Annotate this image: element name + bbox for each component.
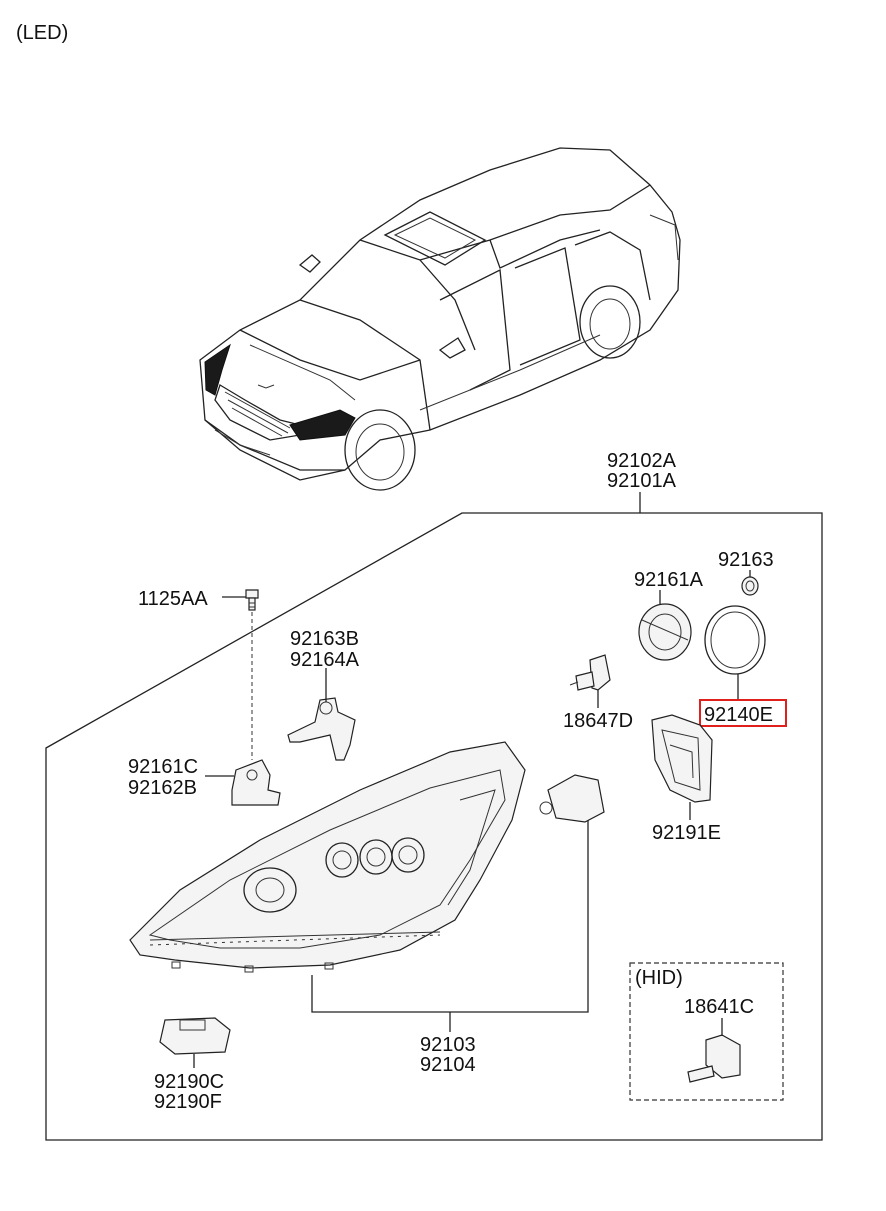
part-number-18647D: 18647D <box>563 710 633 732</box>
part-number-92102A: 92102A <box>607 450 677 472</box>
cover-icon <box>651 714 713 803</box>
front-wheel <box>344 409 416 491</box>
mounting-bracket-icon <box>287 697 356 761</box>
clip-icon <box>741 576 759 596</box>
part-number-92190F: 92190F <box>154 1091 222 1113</box>
hid-box <box>629 962 784 1101</box>
headlamp-housing-icon <box>129 741 526 973</box>
part-number-92103: 92103 <box>420 1034 476 1056</box>
variant-label: (LED) <box>16 22 68 44</box>
part-number-92161C: 92161C <box>128 756 198 778</box>
car-illustration <box>199 147 681 491</box>
part-number-92164A: 92164A <box>290 649 360 671</box>
cap-ring-icon <box>704 605 766 675</box>
part-number-18641C: 18641C <box>684 996 754 1018</box>
parts-boundary <box>45 512 823 1141</box>
part-number-92101A: 92101A <box>607 470 677 492</box>
part-number-92163B: 92163B <box>290 628 359 650</box>
part-number-92140E: 92140E <box>704 704 773 726</box>
part-number-92191E: 92191E <box>652 822 721 844</box>
hid-label: (HID) <box>635 967 683 989</box>
part-number-1125AA: 1125AA <box>138 588 208 610</box>
rear-wheel <box>579 285 641 359</box>
highlight-box <box>699 699 787 727</box>
bulb-icon <box>569 654 611 691</box>
part-number-92162B: 92162B <box>128 777 197 799</box>
hid-bulb-icon <box>687 1034 741 1083</box>
part-number-92161A: 92161A <box>634 569 704 591</box>
lamp-bulb-socket-icon <box>539 774 605 823</box>
part-number-92104: 92104 <box>420 1054 476 1076</box>
part-number-92190C: 92190C <box>154 1071 224 1093</box>
part-number-92163: 92163 <box>718 549 774 571</box>
bolt-icon <box>245 589 259 611</box>
socket-ring-icon <box>638 603 692 661</box>
control-module-icon <box>159 1017 231 1055</box>
holder-bracket-icon <box>231 759 281 806</box>
